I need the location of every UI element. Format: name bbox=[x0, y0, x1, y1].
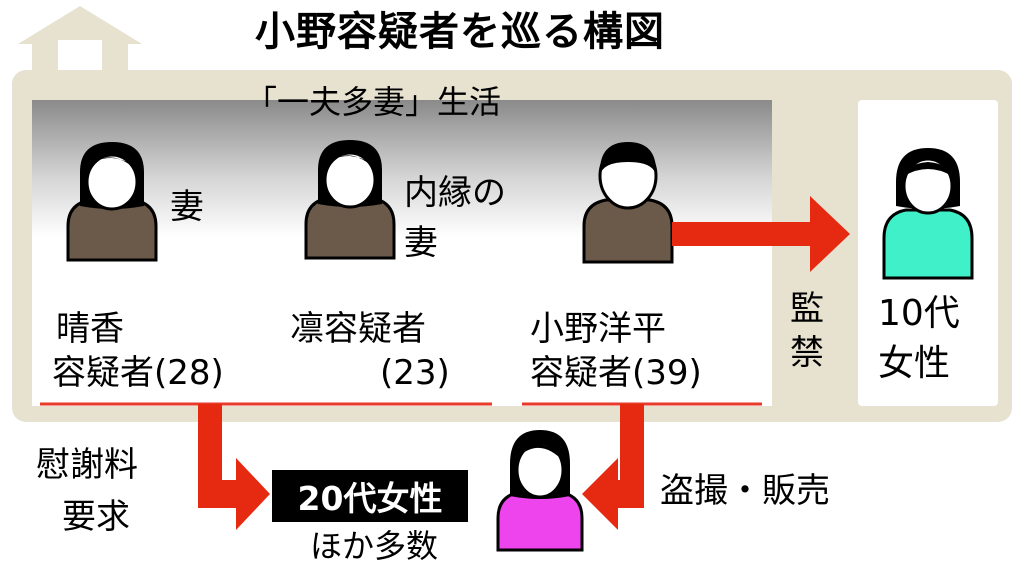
twenties-sub: ほか多数 bbox=[310, 527, 439, 565]
ono-name-line2: 容疑者(39) bbox=[530, 353, 702, 393]
twenties-label-box: 20代女性 bbox=[272, 470, 468, 522]
person-ono-icon bbox=[582, 142, 674, 264]
haruka-relation: 妻 bbox=[170, 187, 204, 227]
voyeurism-label: 盗撮・販売 bbox=[660, 471, 830, 511]
person-twenties-icon bbox=[496, 430, 584, 552]
teen-name-line2: 女性 bbox=[878, 343, 951, 384]
confinement-line2: 禁 bbox=[790, 333, 824, 373]
rin-relation-line1: 内縁の bbox=[404, 173, 506, 213]
house-chimney-window bbox=[58, 40, 102, 72]
teen-name-line1: 10代 bbox=[878, 293, 960, 334]
person-rin-icon bbox=[304, 140, 396, 260]
rin-name-line1: 凛容疑者 bbox=[290, 309, 426, 349]
confinement-line1: 監 bbox=[790, 289, 824, 329]
rin-relation-line2: 妻 bbox=[404, 223, 438, 263]
page-title: 小野容疑者を巡る構図 bbox=[255, 9, 665, 55]
person-teen-icon bbox=[882, 148, 974, 280]
arrow-voyeurism bbox=[582, 404, 644, 530]
arrow-compensation bbox=[198, 404, 270, 530]
arrow-confinement bbox=[672, 196, 850, 272]
house-roof bbox=[18, 6, 142, 72]
haruka-name-line2: 容疑者(28) bbox=[52, 353, 224, 393]
ono-name-line1: 小野洋平 bbox=[530, 309, 666, 349]
compensation-line1: 慰謝料 bbox=[36, 445, 138, 485]
person-haruka-icon bbox=[66, 142, 158, 262]
rin-name-line2: (23) bbox=[380, 353, 450, 393]
household-label: 「一夫多妻」生活 bbox=[245, 83, 502, 121]
twenties-label: 20代女性 bbox=[297, 479, 443, 518]
haruka-name-line1: 晴香 bbox=[56, 309, 124, 349]
compensation-line2: 要求 bbox=[62, 497, 130, 537]
